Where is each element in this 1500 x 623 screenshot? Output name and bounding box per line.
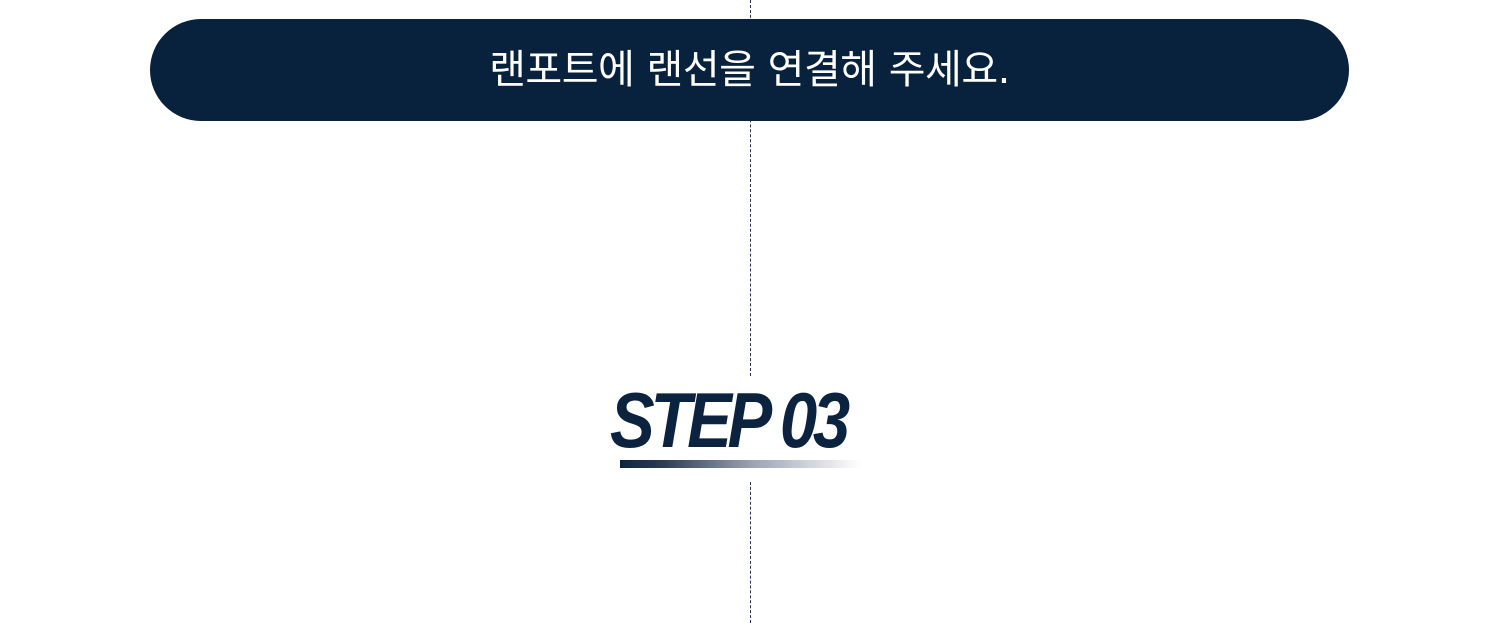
vertical-dashed-guide-top [750, 0, 751, 376]
step-number-label: STEP 03 [610, 376, 850, 464]
instruction-banner-text: 랜포트에 랜선을 연결해 주세요. [489, 47, 1010, 93]
instruction-banner: 랜포트에 랜선을 연결해 주세요. [150, 19, 1349, 121]
step-underline [620, 460, 860, 468]
vertical-dashed-guide-bottom [750, 482, 751, 623]
step-heading: STEP 03 [600, 380, 900, 480]
